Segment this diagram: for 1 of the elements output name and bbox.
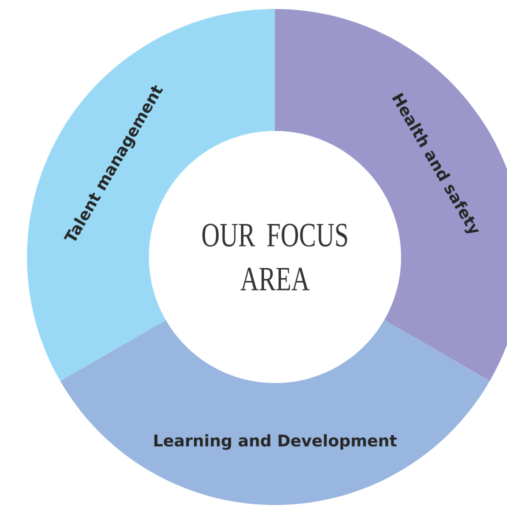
ring-segment: Learning and Development [60,320,490,506]
